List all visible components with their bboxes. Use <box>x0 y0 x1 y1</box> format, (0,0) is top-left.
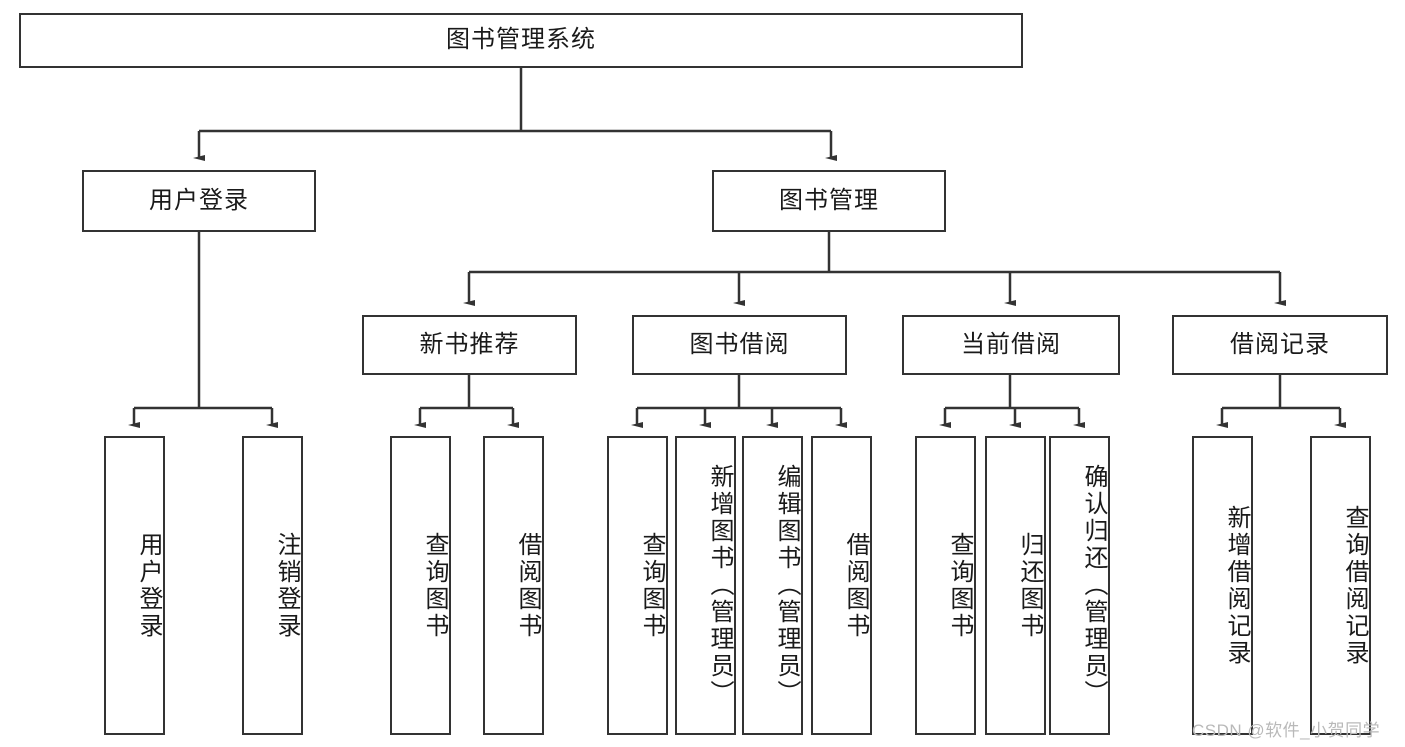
node-leaf-query-book-3-label: 查询图书 <box>946 531 973 640</box>
node-leaf-user-login[interactable]: 用户登录 <box>104 436 165 735</box>
node-leaf-borrow-book-1[interactable]: 借阅图书 <box>483 436 544 735</box>
node-book-borrow[interactable]: 图书借阅 <box>632 315 847 375</box>
node-leaf-query-book-1-label: 查询图书 <box>421 531 448 640</box>
node-user-login-label: 用户登录 <box>149 186 249 214</box>
node-new-book-recommend-label: 新书推荐 <box>419 330 520 358</box>
node-leaf-add-record[interactable]: 新增借阅记录 <box>1192 436 1253 735</box>
node-book-manage-label: 图书管理 <box>779 186 879 214</box>
node-book-manage[interactable]: 图书管理 <box>712 170 946 232</box>
node-leaf-query-book-2-label: 查询图书 <box>638 531 665 640</box>
node-leaf-add-book-label: 新增图书（管理员） <box>706 464 733 707</box>
node-leaf-borrow-book-2[interactable]: 借阅图书 <box>811 436 872 735</box>
node-root[interactable]: 图书管理系统 <box>19 13 1023 68</box>
node-borrow-record[interactable]: 借阅记录 <box>1172 315 1388 375</box>
node-leaf-user-login-label: 用户登录 <box>135 531 162 640</box>
node-leaf-add-record-label: 新增借阅记录 <box>1223 504 1250 667</box>
node-leaf-user-logout-label: 注销登录 <box>273 531 300 640</box>
node-leaf-query-book-2[interactable]: 查询图书 <box>607 436 668 735</box>
node-leaf-return-book-label: 归还图书 <box>1016 531 1043 640</box>
node-leaf-add-book[interactable]: 新增图书（管理员） <box>675 436 736 735</box>
node-book-borrow-label: 图书借阅 <box>689 330 790 358</box>
node-leaf-edit-book[interactable]: 编辑图书（管理员） <box>742 436 803 735</box>
node-leaf-query-record-label: 查询借阅记录 <box>1341 504 1368 667</box>
node-leaf-query-book-3[interactable]: 查询图书 <box>915 436 976 735</box>
node-leaf-borrow-book-2-label: 借阅图书 <box>842 531 869 640</box>
csdn-watermark: CSDN @软件_小贺同学 <box>1192 721 1381 740</box>
node-leaf-query-record[interactable]: 查询借阅记录 <box>1310 436 1371 735</box>
node-current-borrow-label: 当前借阅 <box>961 330 1061 358</box>
node-current-borrow[interactable]: 当前借阅 <box>902 315 1120 375</box>
node-leaf-confirm-return[interactable]: 确认归还（管理员） <box>1049 436 1110 735</box>
node-leaf-confirm-return-label: 确认归还（管理员） <box>1080 464 1107 707</box>
node-borrow-record-label: 借阅记录 <box>1230 330 1330 358</box>
node-leaf-edit-book-label: 编辑图书（管理员） <box>773 464 800 707</box>
node-leaf-user-logout[interactable]: 注销登录 <box>242 436 303 735</box>
node-leaf-borrow-book-1-label: 借阅图书 <box>514 531 541 640</box>
node-leaf-return-book[interactable]: 归还图书 <box>985 436 1046 735</box>
node-user-login[interactable]: 用户登录 <box>82 170 316 232</box>
node-new-book-recommend[interactable]: 新书推荐 <box>362 315 577 375</box>
node-root-label: 图书管理系统 <box>446 26 596 54</box>
node-leaf-query-book-1[interactable]: 查询图书 <box>390 436 451 735</box>
